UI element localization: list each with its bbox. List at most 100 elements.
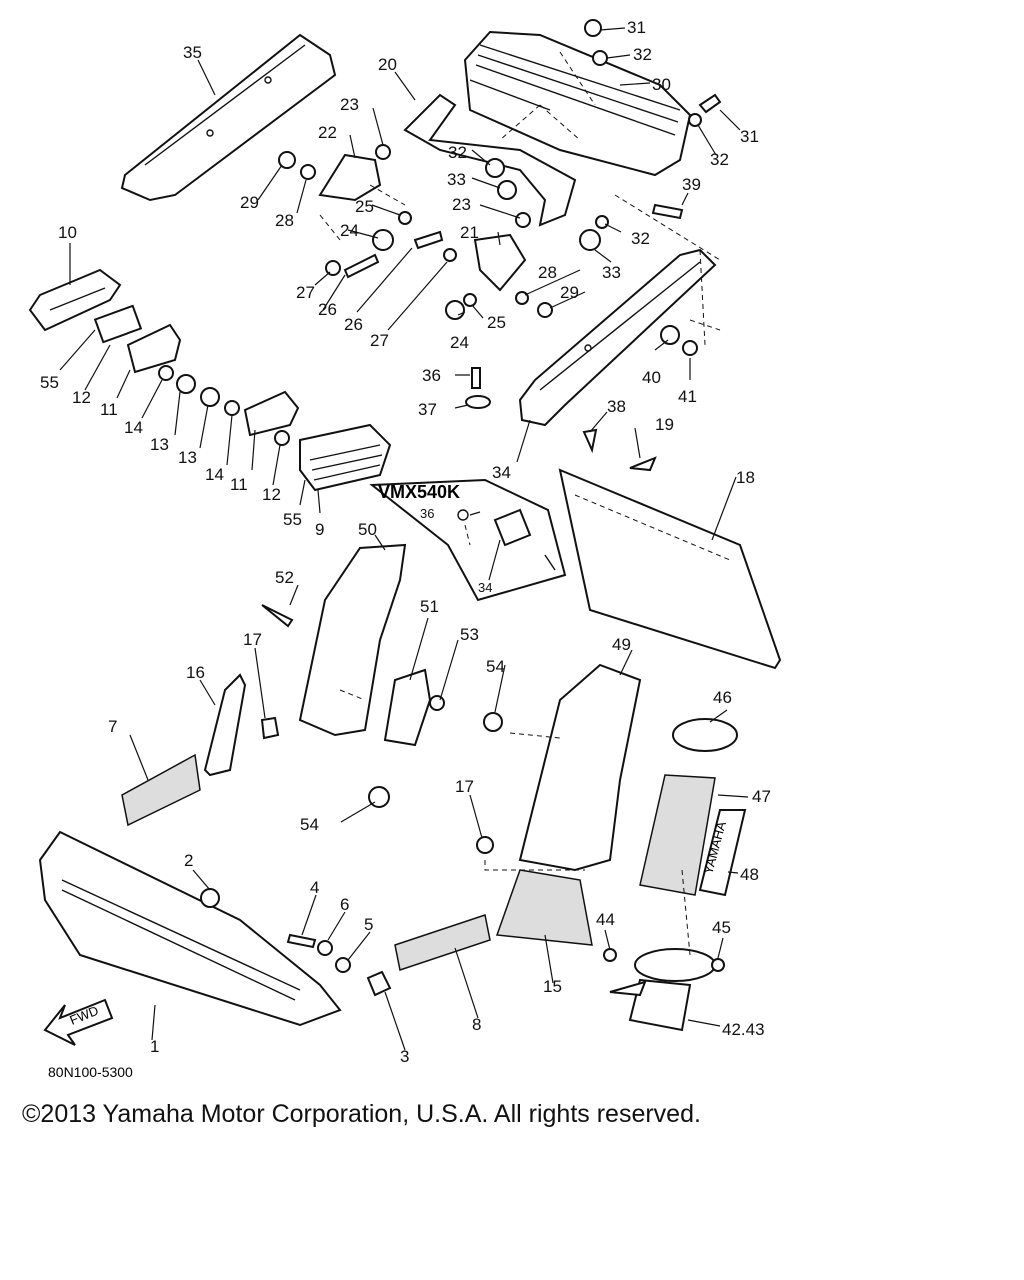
inset-title: VMX540K: [378, 482, 460, 502]
copyright-text: ©2013 Yamaha Motor Corporation, U.S.A. A…: [22, 1100, 701, 1128]
part-2-bolt: [200, 888, 220, 908]
part-50-side-panel: [298, 543, 407, 737]
part-14-washer-a: [158, 365, 174, 381]
part-37-washer: [465, 395, 491, 409]
parts-diagram: YAMAHA FWD 35 20 23 22 29 28 31 32 30 31: [28, 18, 782, 1080]
callout: 48: [740, 865, 759, 884]
part-25-washer-b: [463, 293, 477, 307]
callout: 31: [627, 18, 646, 37]
callout: 54: [300, 815, 319, 834]
callout: 8: [472, 1015, 481, 1034]
part-32-washer-c: [688, 113, 702, 127]
callout: 24: [340, 221, 359, 240]
callout: 40: [642, 368, 661, 387]
callout: 32: [710, 150, 729, 169]
part-49-shroud: [518, 663, 642, 872]
part-7-decal: [121, 753, 201, 827]
part-17-grommet-b: [476, 836, 494, 854]
callout: 18: [736, 468, 755, 487]
callout: 1: [150, 1037, 159, 1056]
part-5-nut: [335, 957, 351, 973]
part-32-washer-b: [592, 50, 608, 66]
part-23-washer-a: [375, 144, 391, 160]
callout: 16: [186, 663, 205, 682]
part-11-block-b: [243, 390, 300, 437]
part-26-bolt-a: [343, 253, 380, 279]
callout: 25: [487, 313, 506, 332]
callout: 38: [607, 397, 626, 416]
part-54-bolt-a: [483, 712, 503, 732]
callout: 10: [58, 223, 77, 242]
part-35-rail: [120, 33, 337, 202]
callout: 19: [655, 415, 674, 434]
part-1-front-bumper: [38, 830, 342, 1027]
leader-lines: [59, 27, 749, 1051]
callout: 14: [205, 465, 224, 484]
part-40-nut: [660, 325, 680, 345]
part-39-bolt: [651, 203, 684, 220]
part-24-nut-a: [372, 229, 394, 251]
part-33-nut-b: [579, 229, 601, 251]
callout: 54: [486, 657, 505, 676]
part-30-handle-grip: [463, 30, 692, 177]
callout: 37: [418, 400, 437, 419]
part-45-nut: [711, 958, 725, 972]
callout: 12: [262, 485, 281, 504]
part-13-nut-a: [176, 374, 196, 394]
callout: 3: [400, 1047, 409, 1066]
part-28-washer-a: [300, 164, 316, 180]
part-21-bracket: [473, 233, 527, 292]
part-32-nut-a: [485, 158, 505, 178]
part-17-grommet-a: [260, 716, 280, 740]
callout: 34: [492, 463, 511, 482]
callout: 28: [538, 263, 557, 282]
part-13-nut-b: [200, 387, 220, 407]
part-23-washer-b: [515, 212, 531, 228]
part-36-bolt: [471, 367, 481, 389]
part-18-panel: [558, 468, 782, 670]
callout: 33: [447, 170, 466, 189]
callout: 20: [378, 55, 397, 74]
assembly-lines: [319, 51, 721, 956]
callout: 29: [240, 193, 259, 212]
callout: 4: [310, 878, 319, 897]
callout: 30: [652, 75, 671, 94]
callout-numbers: 35 20 23 22 29 28 31 32 30 31 32 32 33 2…: [40, 18, 771, 1080]
part-16-guard: [203, 673, 247, 777]
callout: 11: [100, 400, 118, 419]
part-12-spacer-a: [93, 304, 143, 344]
part-27-nut-a: [325, 260, 341, 276]
part-11-block-a: [126, 323, 182, 374]
callout: 36: [420, 506, 434, 521]
part-44-clip: [603, 948, 617, 962]
part-27-washer-b: [443, 248, 457, 262]
callout: 33: [602, 263, 621, 282]
part-31-bolt-b: [698, 93, 722, 114]
part-3-plate: [366, 970, 392, 997]
callout: 14: [124, 418, 143, 437]
vmx540k-inset: [369, 478, 567, 602]
part-29-nut-b: [537, 302, 553, 318]
callout: 6: [340, 895, 349, 914]
callout: 52: [275, 568, 294, 587]
callout: 5: [364, 915, 373, 934]
part-6-washer: [317, 940, 333, 956]
part-9-bumper: [299, 423, 392, 492]
callout: 45: [712, 918, 731, 937]
callout: 34: [478, 580, 492, 595]
callout: 13: [178, 448, 197, 467]
part-22-bracket: [318, 153, 382, 202]
callout: 41: [678, 387, 697, 406]
part-19-rivet: [629, 456, 657, 472]
callout: 17: [243, 630, 262, 649]
callout: 15: [543, 977, 562, 996]
part-41-washer: [682, 340, 698, 356]
callout: 11: [230, 475, 248, 494]
part-29-nut-a: [278, 151, 296, 169]
callout: 27: [370, 331, 389, 350]
callout: 36: [422, 366, 441, 385]
part-8-decal: [394, 914, 491, 971]
callout: 32: [448, 143, 467, 162]
callout: 22: [318, 123, 337, 142]
part-38-rivet: [582, 428, 598, 454]
